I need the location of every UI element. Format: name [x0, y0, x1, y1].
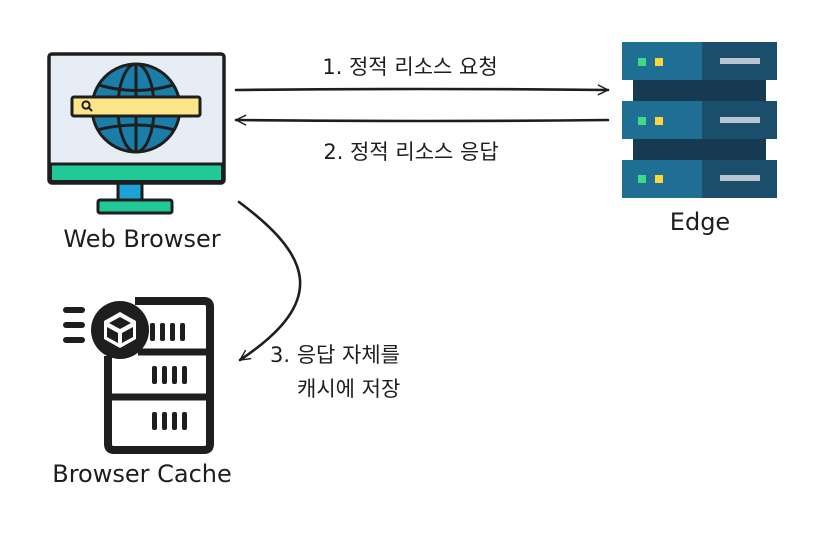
search-bar [70, 95, 202, 118]
cache-store-arrow [237, 200, 302, 362]
response-arrow [234, 114, 610, 126]
search-icon [81, 100, 93, 112]
request-arrow [234, 84, 610, 96]
server-unit [622, 160, 777, 198]
server-rack-icon [622, 42, 777, 198]
web-browser-label: Web Browser [63, 225, 220, 253]
cache-store-label-line1: 3. 응답 자체를 [270, 343, 400, 367]
web-browser-node: Web Browser [47, 52, 226, 253]
server-unit [622, 42, 777, 80]
cache-server-icon [63, 297, 214, 454]
server-unit [622, 101, 777, 139]
browser-cache-node: Browser Cache [52, 297, 232, 488]
response-arrow-label: 2. 정적 리소스 응답 [323, 140, 498, 164]
edge-label: Edge [670, 208, 730, 236]
cache-store-label-line2: 캐시에 저장 [297, 377, 400, 401]
edge-node: Edge [622, 42, 777, 236]
request-arrow-label: 1. 정적 리소스 요청 [322, 55, 497, 79]
cube-icon [91, 301, 149, 359]
browser-cache-label: Browser Cache [52, 460, 232, 488]
